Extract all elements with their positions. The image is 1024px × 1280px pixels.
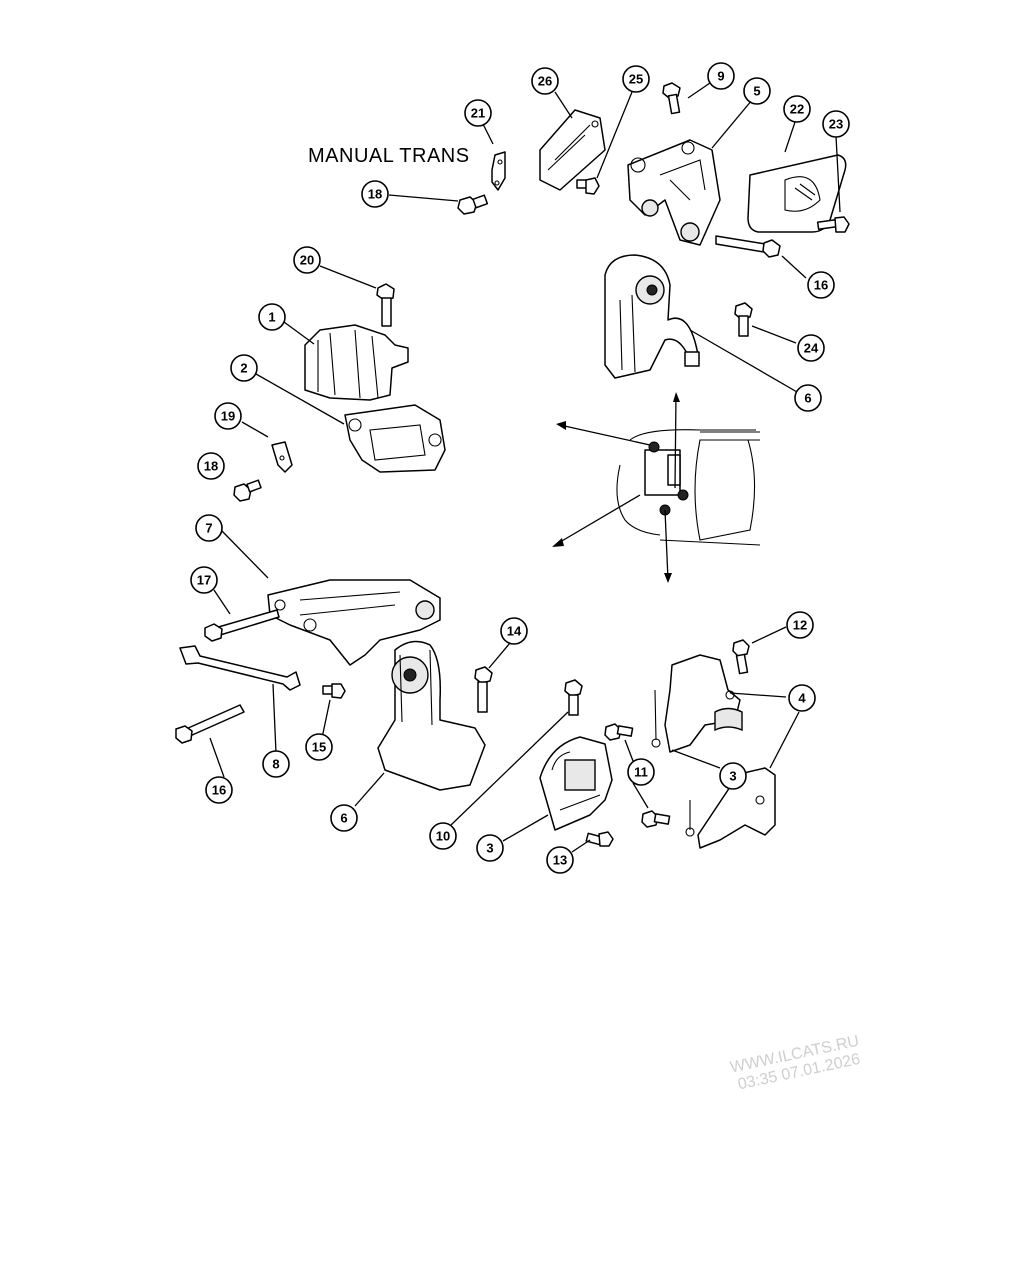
watermark: WWW.ILCATS.RU 03:35 07.01.2026 <box>729 1033 862 1094</box>
svg-text:20: 20 <box>300 253 314 268</box>
callout-4[interactable]: 4 <box>788 684 816 712</box>
callout-25[interactable]: 25 <box>622 65 650 93</box>
part-11-bolt-lower[interactable] <box>641 810 671 828</box>
callout-16-lower[interactable]: 16 <box>205 776 233 804</box>
svg-text:14: 14 <box>507 624 522 639</box>
callout-1[interactable]: 1 <box>258 303 286 331</box>
part-13-bolt[interactable] <box>585 831 614 847</box>
svg-text:1: 1 <box>268 310 275 325</box>
svg-text:25: 25 <box>629 72 643 87</box>
svg-text:16: 16 <box>212 783 226 798</box>
part-23-bolt[interactable] <box>816 216 850 233</box>
callout-13[interactable]: 13 <box>546 846 574 874</box>
part-6-rear-mount[interactable] <box>604 254 700 379</box>
callout-17[interactable]: 17 <box>190 566 218 594</box>
svg-text:6: 6 <box>804 391 811 406</box>
part-5-mount-bracket[interactable] <box>627 139 721 246</box>
svg-text:26: 26 <box>538 74 552 89</box>
svg-text:24: 24 <box>804 341 819 356</box>
part-3-bracket-right[interactable] <box>685 767 776 849</box>
svg-text:3: 3 <box>486 841 493 856</box>
callout-15[interactable]: 15 <box>305 733 333 761</box>
callout-7[interactable]: 7 <box>195 514 223 542</box>
callout-22[interactable]: 22 <box>783 95 811 123</box>
svg-text:13: 13 <box>553 853 567 868</box>
part-21-clip[interactable] <box>491 151 506 191</box>
callout-3-center[interactable]: 3 <box>476 834 504 862</box>
svg-text:18: 18 <box>204 459 218 474</box>
part-15-bolt[interactable] <box>322 683 346 699</box>
part-10-bolt[interactable] <box>564 679 583 716</box>
part-6-front-mount[interactable] <box>377 640 486 791</box>
callout-21[interactable]: 21 <box>464 99 492 127</box>
vehicle-location-inset <box>552 392 761 583</box>
part-1-insulator[interactable] <box>304 324 409 401</box>
part-16-long-bolt-top[interactable] <box>715 235 781 258</box>
part-8-torque-strut[interactable] <box>179 645 301 691</box>
callout-12[interactable]: 12 <box>786 611 814 639</box>
part-18-bolt-left[interactable] <box>233 479 262 502</box>
svg-text:17: 17 <box>197 573 211 588</box>
part-22-heat-shield[interactable] <box>747 154 847 233</box>
svg-text:12: 12 <box>793 618 807 633</box>
part-4-bracket-upper[interactable] <box>651 654 743 753</box>
callout-8[interactable]: 8 <box>262 750 290 778</box>
svg-text:8: 8 <box>272 757 279 772</box>
svg-text:3: 3 <box>729 769 736 784</box>
svg-text:6: 6 <box>340 811 347 826</box>
svg-text:21: 21 <box>471 106 485 121</box>
part-12-bolt[interactable] <box>732 639 750 675</box>
svg-text:7: 7 <box>205 521 212 536</box>
diagram-title: MANUAL TRANS <box>308 145 470 167</box>
svg-text:2: 2 <box>240 361 247 376</box>
part-16-long-bolt-lower[interactable] <box>175 704 245 744</box>
callout-23[interactable]: 23 <box>822 110 850 138</box>
part-7-crossmember-bracket[interactable] <box>267 579 441 666</box>
svg-text:11: 11 <box>634 765 648 780</box>
part-11-bolt-upper[interactable] <box>604 723 634 741</box>
part-24-bolt[interactable] <box>734 302 753 337</box>
part-9-bolt[interactable] <box>662 82 681 115</box>
callout-10[interactable]: 10 <box>429 822 457 850</box>
part-14-bolt[interactable] <box>474 666 493 713</box>
callout-19[interactable]: 19 <box>214 402 242 430</box>
svg-text:15: 15 <box>312 740 326 755</box>
callout-18-left[interactable]: 18 <box>197 452 225 480</box>
svg-text:19: 19 <box>221 409 235 424</box>
callout-6-top[interactable]: 6 <box>794 384 822 412</box>
part-18-bolt-top[interactable] <box>457 194 489 215</box>
svg-text:23: 23 <box>829 117 843 132</box>
callout-14[interactable]: 14 <box>500 617 528 645</box>
callout-18-top[interactable]: 18 <box>361 180 389 208</box>
svg-text:10: 10 <box>436 829 450 844</box>
callout-6-lower[interactable]: 6 <box>330 804 358 832</box>
callout-20[interactable]: 20 <box>293 246 321 274</box>
part-26-bracket[interactable] <box>539 109 606 191</box>
svg-text:5: 5 <box>753 84 760 99</box>
callout-24[interactable]: 24 <box>797 334 825 362</box>
callout-2[interactable]: 2 <box>230 354 258 382</box>
part-3-mount-lower[interactable] <box>539 736 613 831</box>
svg-text:22: 22 <box>790 102 804 117</box>
callout-11[interactable]: 11 <box>627 758 655 786</box>
svg-text:9: 9 <box>717 69 724 84</box>
callout-16-top[interactable]: 16 <box>807 271 835 299</box>
callout-3-right[interactable]: 3 <box>719 762 747 790</box>
svg-text:16: 16 <box>814 278 828 293</box>
callout-5[interactable]: 5 <box>743 77 771 105</box>
part-25-bolt[interactable] <box>576 177 600 195</box>
callout-9[interactable]: 9 <box>707 62 735 90</box>
svg-text:4: 4 <box>798 691 806 706</box>
leader-lines <box>209 82 841 853</box>
part-2-transmission-mount[interactable] <box>344 404 446 473</box>
svg-text:18: 18 <box>368 187 382 202</box>
part-20-bolt[interactable] <box>376 283 395 327</box>
part-19-clip[interactable] <box>271 441 293 473</box>
callout-26[interactable]: 26 <box>531 67 559 95</box>
part-17-through-bolt[interactable] <box>204 609 280 642</box>
